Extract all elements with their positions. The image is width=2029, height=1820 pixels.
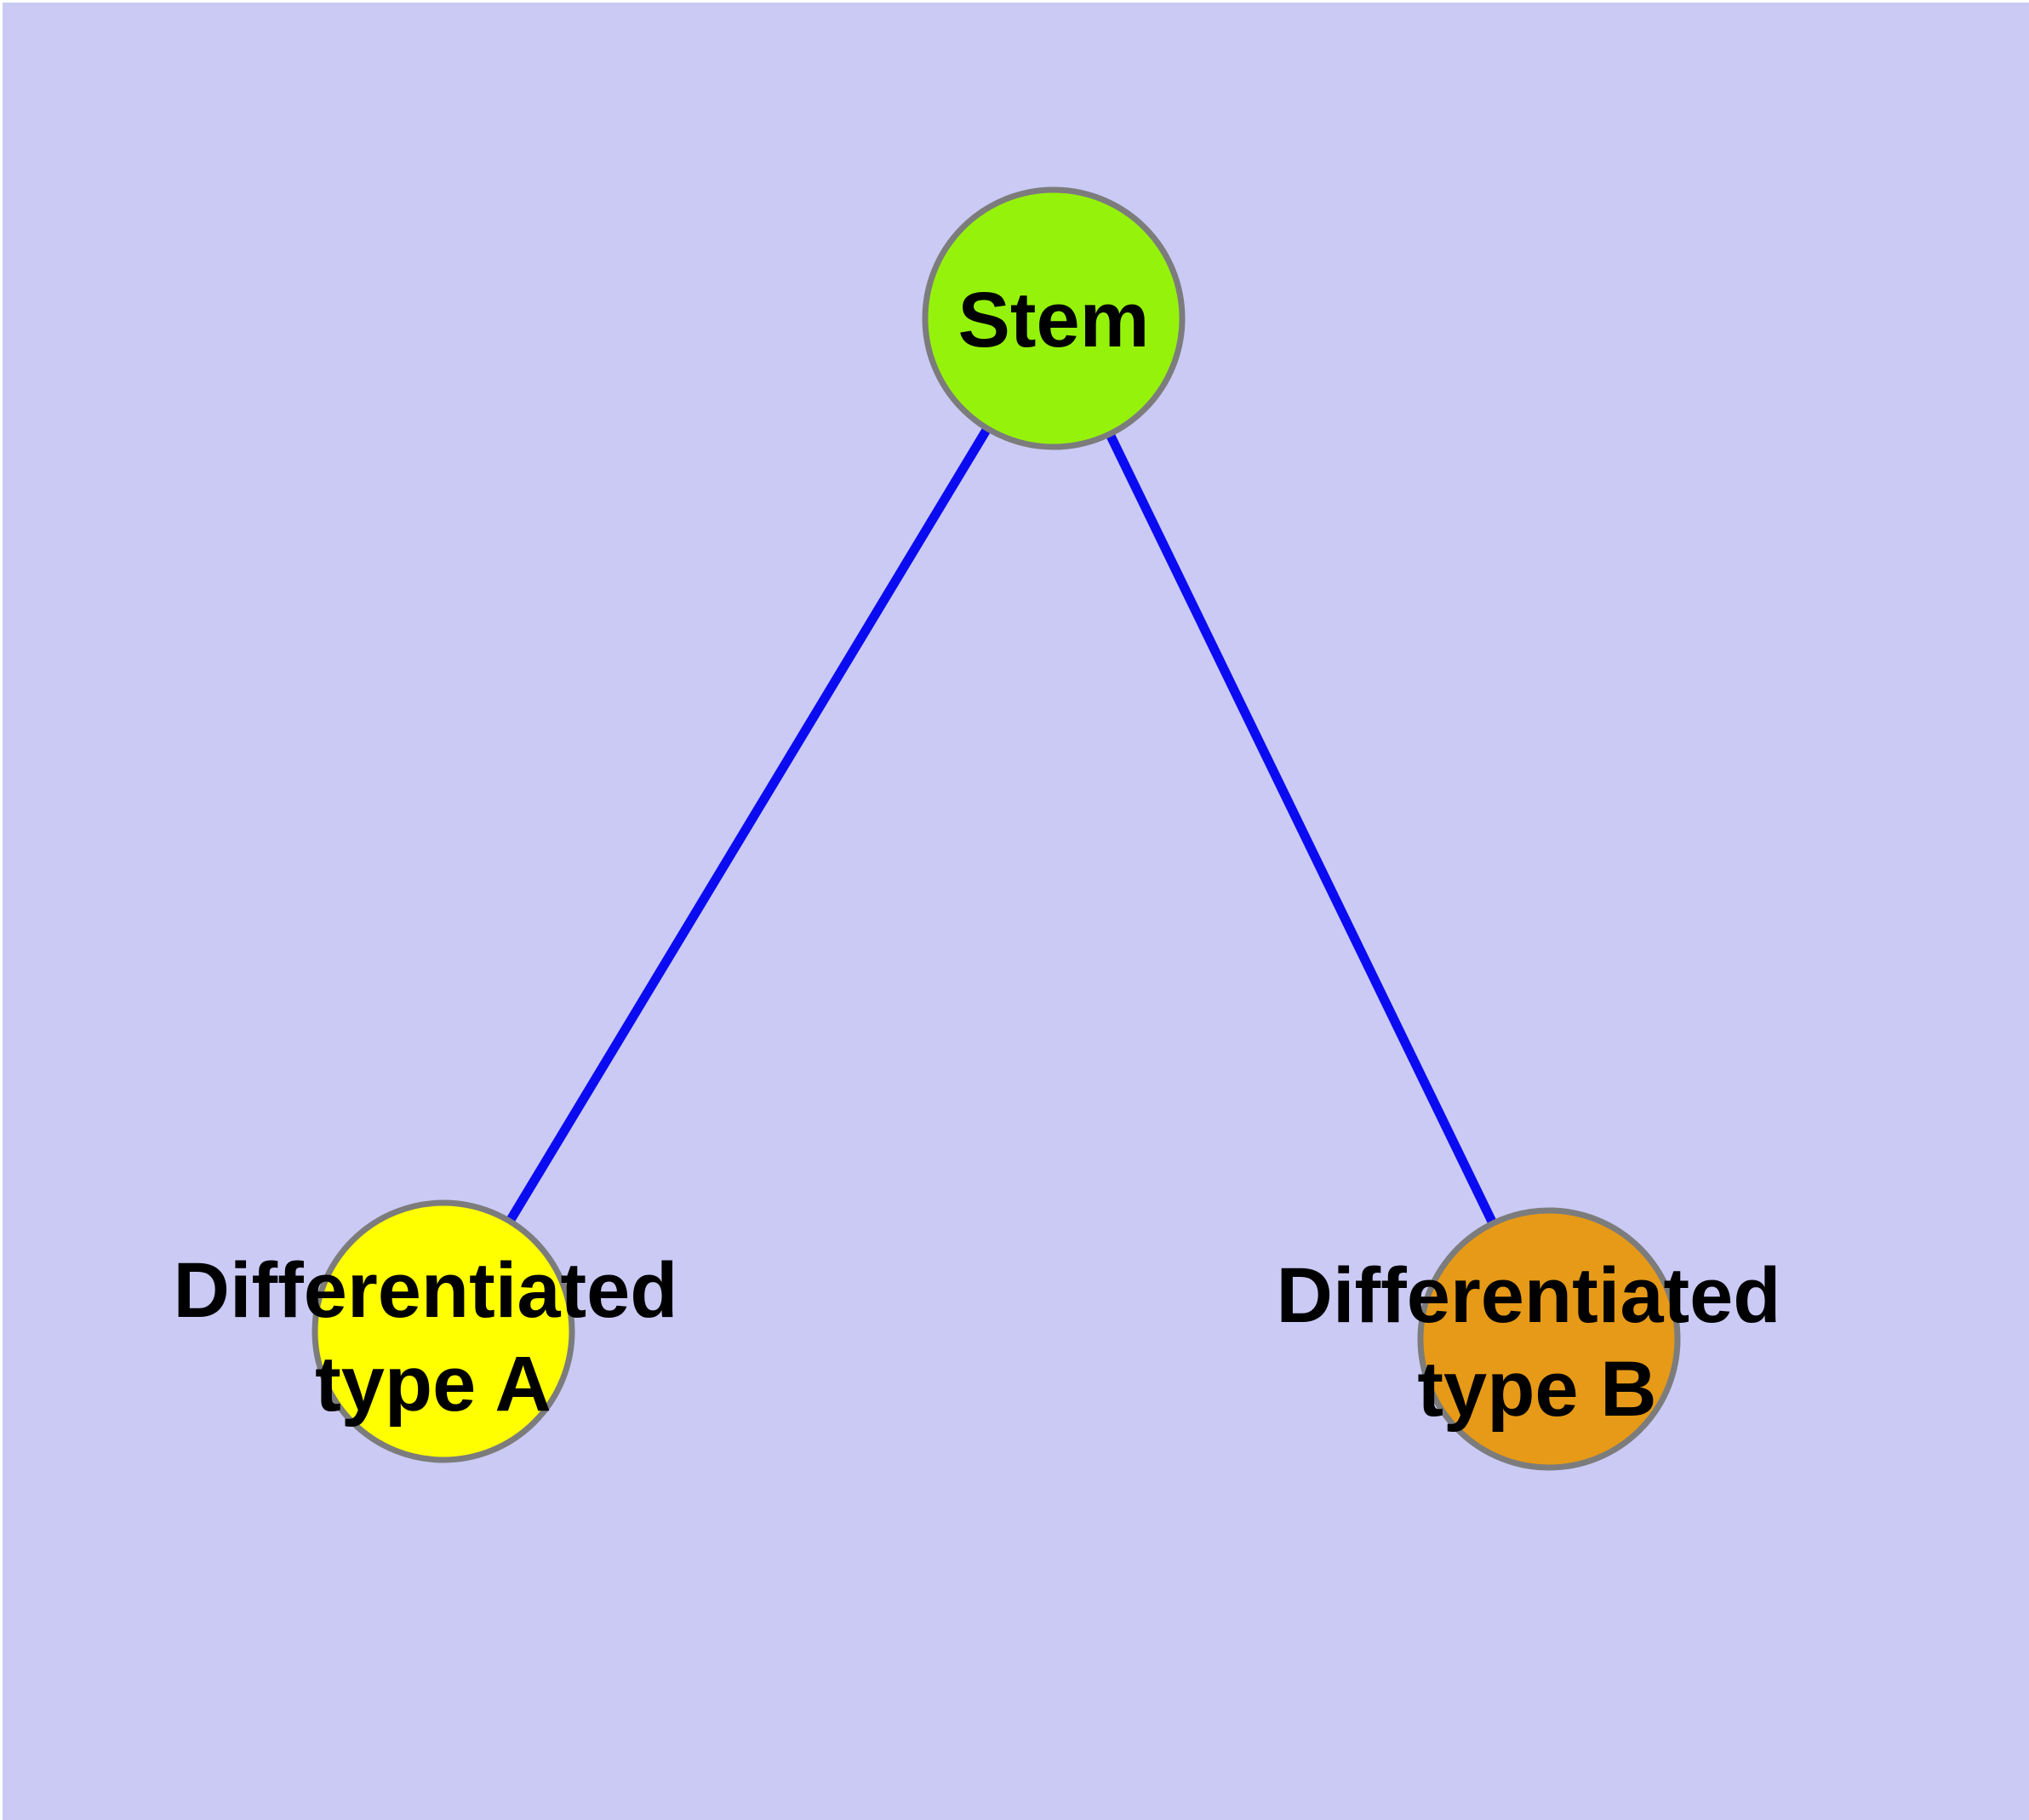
node-type-a-circle bbox=[311, 1199, 575, 1463]
node-type-b-circle bbox=[1417, 1207, 1681, 1471]
node-stem-circle bbox=[922, 186, 1186, 450]
node-type-a-label-line2: type A bbox=[315, 1341, 552, 1428]
edge-stem-to-type-b bbox=[1049, 316, 1553, 1342]
node-stem-label: Stem bbox=[958, 277, 1150, 363]
edge-stem-to-type-a bbox=[439, 316, 1058, 1334]
node-type-a-label-line1: Differentiated bbox=[174, 1247, 678, 1334]
node-type-b-label-line1: Differentiated bbox=[1277, 1252, 1781, 1339]
node-type-b-label-line2: type B bbox=[1417, 1346, 1656, 1433]
